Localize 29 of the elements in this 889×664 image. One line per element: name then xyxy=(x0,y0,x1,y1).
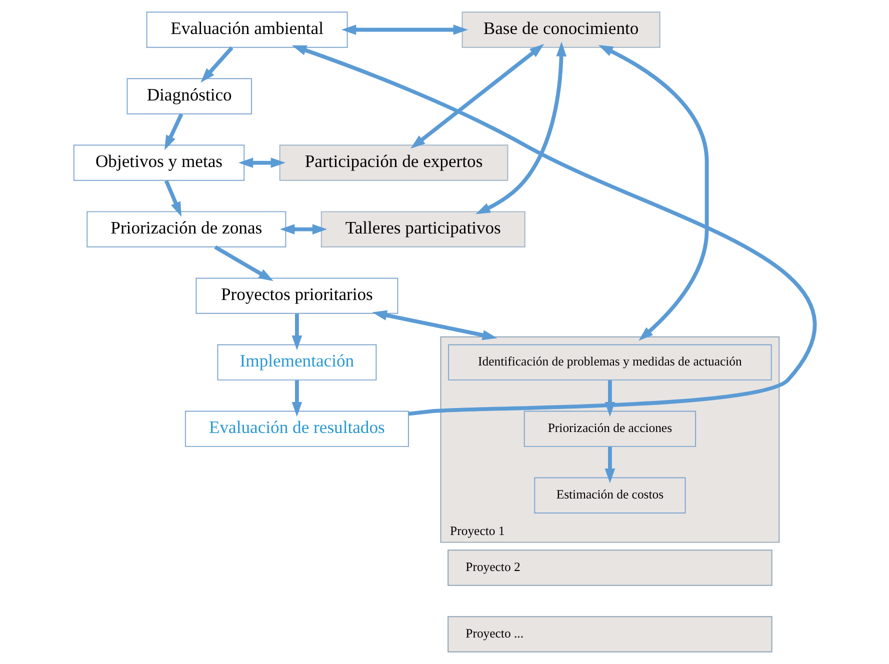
node-box: Evaluación ambiental xyxy=(146,12,348,48)
arrow xyxy=(280,224,328,234)
arrow xyxy=(214,245,274,282)
arrow xyxy=(598,44,709,341)
node-box: Talleres participativos xyxy=(320,211,526,248)
arrow xyxy=(292,314,302,350)
arrow xyxy=(164,113,184,150)
node-box: Identificación de problemas y medidas de actuación xyxy=(448,344,772,380)
node-box: Proyectos prioritarios xyxy=(196,278,398,314)
arrow xyxy=(604,446,616,484)
arrow xyxy=(164,180,182,217)
node-box: Proyecto ... xyxy=(448,616,772,652)
arrow xyxy=(238,158,286,168)
node-box: Priorización de zonas xyxy=(86,211,286,248)
node-box: Participación de expertos xyxy=(279,144,508,181)
node-box: Implementación xyxy=(217,344,377,380)
node-box: Priorización de acciones xyxy=(524,410,696,447)
arrow xyxy=(476,42,566,214)
arrow xyxy=(200,46,234,83)
node-box: Evaluación de resultados xyxy=(184,410,409,447)
node-box: Proyecto 2 xyxy=(448,550,772,586)
node-box: Objetivos y metas xyxy=(73,144,245,181)
arrow xyxy=(292,380,302,417)
arrow xyxy=(410,44,544,149)
node-box: Estimación de costos xyxy=(534,477,686,514)
arrow xyxy=(372,310,498,340)
arrow xyxy=(341,24,468,35)
node-box: Base de conocimiento xyxy=(462,12,660,48)
node-box: Diagnóstico xyxy=(126,78,252,114)
